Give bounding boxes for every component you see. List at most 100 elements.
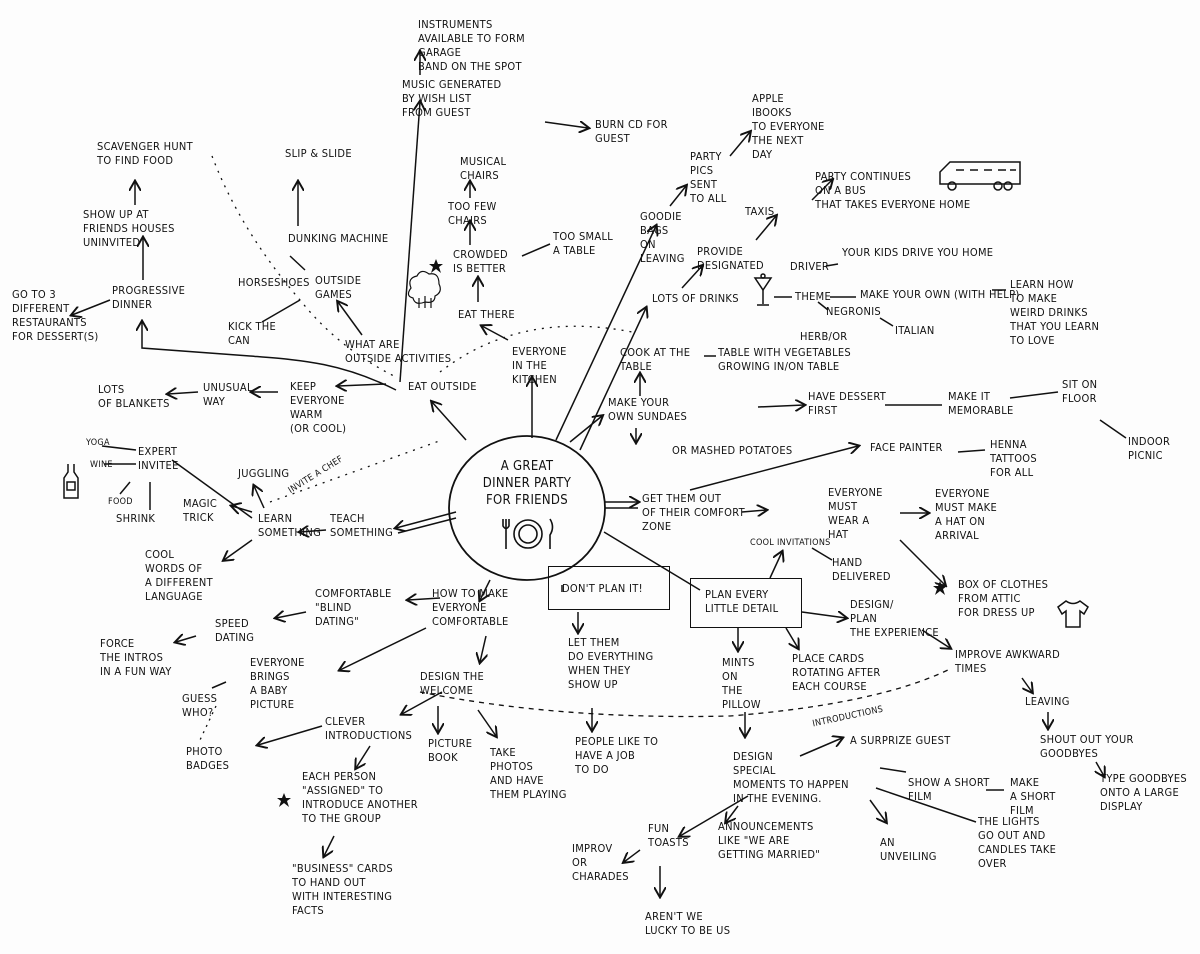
node-unusual: UNUSUAL WAY — [203, 381, 253, 408]
star-icon — [429, 259, 443, 273]
node-memorable: MAKE IT MEMORABLE — [948, 390, 1014, 417]
connector-line — [603, 531, 701, 591]
node-horseshoes: HORSESHOES — [238, 276, 310, 289]
node-let-them: LET THEM DO EVERYTHING WHEN THEY SHOW UP — [568, 636, 654, 691]
connector-line — [338, 384, 387, 386]
connector-line — [689, 446, 858, 491]
node-driver: DRIVER — [790, 260, 830, 273]
node-show-up: SHOW UP AT FRIENDS HOUSES UNINVITED — [83, 208, 175, 249]
node-cool-inv: COOL INVITATIONS — [750, 538, 831, 548]
node-kids: YOUR KIDS DRIVE YOU HOME — [842, 246, 994, 259]
node-hand-del: HAND DELIVERED — [832, 556, 891, 583]
node-party-bus: PARTY CONTINUES ON A BUS THAT TAKES EVER… — [815, 170, 971, 211]
node-improve: IMPROVE AWKWARD TIMES — [955, 648, 1061, 675]
connector-line — [1021, 677, 1032, 692]
node-make-own: MAKE YOUR OWN (WITH HELP) — [860, 288, 1020, 301]
node-food: FOOD — [108, 497, 133, 507]
node-juggling: JUGGLING — [238, 467, 290, 480]
connector-line — [899, 539, 945, 585]
connector-line — [480, 579, 491, 600]
connector-line — [1099, 419, 1127, 439]
connector-line — [729, 132, 750, 157]
node-shrink: SHRINK — [116, 512, 156, 525]
connector-line — [801, 612, 846, 618]
node-design-exp: DESIGN/ PLAN THE EXPERIENCE — [850, 598, 939, 639]
connector-line — [258, 725, 323, 745]
connector-line — [879, 767, 907, 773]
node-picture-book: PICTURE BOOK — [428, 737, 473, 764]
connector-line — [168, 392, 199, 394]
star-icon — [277, 793, 291, 807]
node-announcements: ANNOUNCEMENTS LIKE "WE ARE GETTING MARRI… — [718, 820, 821, 861]
dotted-connector — [419, 667, 953, 718]
node-veg-table: TABLE WITH VEGETABLES GROWING IN/ON TABL… — [718, 346, 852, 373]
node-dont-plan: DON'T PLAN IT! — [562, 582, 643, 595]
node-arent-we: AREN'T WE LUCKY TO BE US — [645, 910, 731, 937]
bus-icon — [939, 161, 1021, 191]
connector-line — [142, 322, 397, 391]
node-face-painter: FACE PAINTER — [870, 441, 943, 454]
connector-line — [276, 612, 307, 618]
node-guess: GUESS WHO? — [182, 692, 218, 719]
connector-line — [338, 302, 363, 336]
connector-line — [726, 805, 739, 822]
connector-line — [811, 180, 832, 201]
connector-line — [340, 627, 427, 670]
connector-line — [669, 186, 686, 207]
node-henna: HENNA TATTOOS FOR ALL — [990, 438, 1037, 479]
node-design-special: DESIGN SPECIAL MOMENTS TO HAPPEN IN THE … — [733, 750, 849, 805]
connector-line — [811, 547, 833, 561]
connector-line — [300, 530, 327, 532]
connector-line — [769, 552, 782, 579]
node-italian: ITALIAN — [895, 324, 935, 337]
node-music: MUSIC GENERATED BY WISH LIST FROM GUEST — [402, 78, 502, 119]
node-everyone-kitchen: EVERYONE IN THE KITCHEN — [512, 345, 567, 386]
connector-line — [569, 416, 602, 443]
node-expert: EXPERT INVITEE — [138, 445, 179, 472]
connector-line — [521, 243, 551, 257]
node-musical: MUSICAL CHAIRS — [460, 155, 507, 182]
node-blind: COMFORTABLE "BLIND DATING" — [315, 587, 392, 628]
connector-line — [101, 445, 137, 451]
node-lots-drinks: LOTS OF DRINKS — [652, 292, 739, 305]
connector-line — [555, 226, 656, 441]
connector-line — [757, 405, 804, 407]
connector-line — [324, 835, 335, 856]
connector-line — [579, 308, 646, 451]
connector-line — [399, 102, 420, 383]
node-make-film: MAKE A SHORT FILM — [1010, 776, 1056, 817]
node-theme: THEME — [795, 290, 832, 303]
t-shirt-icon — [1057, 600, 1089, 628]
connector-line — [921, 629, 950, 648]
node-plan-every: PLAN EVERY LITTLE DETAIL — [705, 588, 779, 615]
connector-line — [232, 506, 253, 512]
node-business: "BUSINESS" CARDS TO HAND OUT WITH INTERE… — [292, 862, 393, 917]
node-make-sundaes: MAKE YOUR OWN SUNDAES — [608, 396, 688, 423]
plan-every-box — [690, 578, 802, 628]
connector-line — [544, 122, 588, 128]
node-what-outside: WHAT ARE OUTSIDE ACTIVITIES — [345, 338, 452, 365]
node-design-welcome: DESIGN THE WELCOME — [420, 670, 485, 697]
connector-line — [869, 799, 886, 822]
connector-line — [261, 299, 301, 323]
node-people-job: PEOPLE LIKE TO HAVE A JOB TO DO — [575, 735, 659, 776]
connector-line — [957, 449, 986, 453]
node-learn-something: LEARN SOMETHING — [258, 512, 322, 539]
node-slip: SLIP & SLIDE — [285, 147, 352, 160]
node-crowded: CROWDED IS BETTER — [453, 248, 508, 275]
connector-line — [879, 317, 894, 327]
node-instruments: INSTRUMENTS AVAILABLE TO FORM GARAGE BAN… — [418, 18, 526, 73]
dotted-connector — [211, 155, 399, 379]
wine-bottle-icon — [63, 464, 79, 499]
connector-line — [1009, 391, 1059, 399]
node-mashed: OR MASHED POTATOES — [672, 444, 793, 457]
node-herb: HERB/OR — [800, 330, 848, 343]
node-yoga: YOGA — [86, 438, 110, 448]
node-dunking: DUNKING MACHINE — [288, 232, 389, 245]
node-unveiling: AN UNVEILING — [880, 836, 937, 863]
node-force: FORCE THE INTROS IN A FUN WAY — [100, 637, 172, 678]
node-fun-toasts: FUN TOASTS — [648, 822, 689, 849]
node-box-clothes: BOX OF CLOTHES FROM ATTIC FOR DRESS UP — [958, 578, 1049, 619]
node-teach: TEACH SOMETHING — [330, 512, 394, 539]
cocktail-icon — [753, 273, 773, 306]
